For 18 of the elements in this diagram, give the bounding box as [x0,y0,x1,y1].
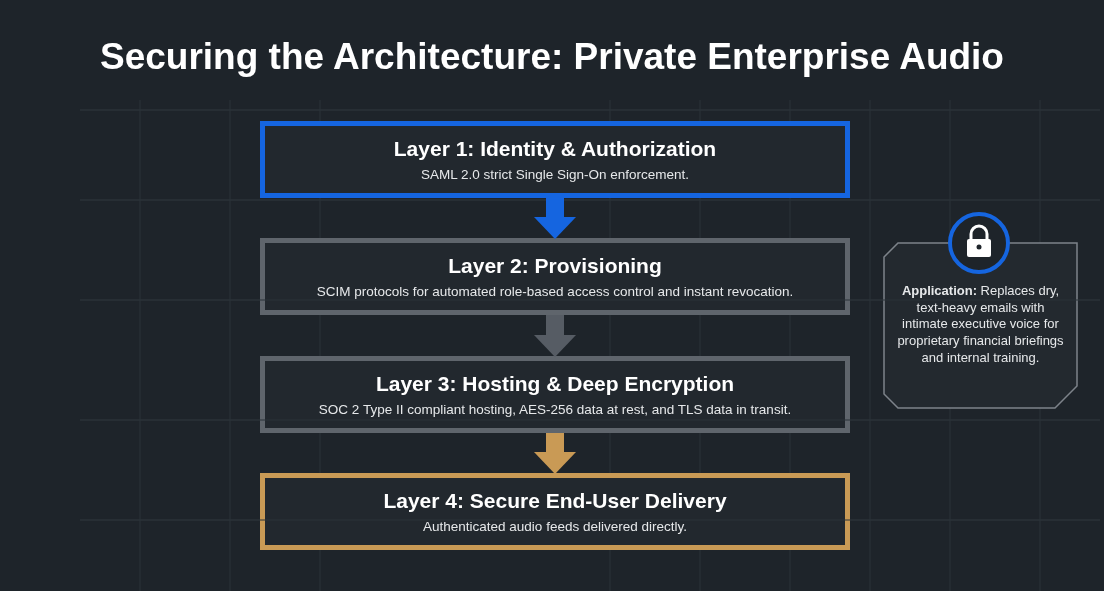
layer-box [260,356,850,433]
layer-title: Layer 2: Provisioning [448,254,662,278]
info-card [884,243,1077,408]
layer-title: Layer 3: Hosting & Deep Encryption [375,372,735,396]
layer-box [260,121,850,198]
layer-title: Layer 1: Identity & Authorization [393,137,717,161]
arrow [534,433,576,474]
layer-description: SAML 2.0 strict Single Sign-On enforcement. [420,167,690,182]
layer-title: Layer 4: Secure End-User Delivery [383,489,727,513]
layer-box [260,238,850,315]
info-text: Application: Replaces dry, text-heavy emails with intimate executive voice for proprietary financial briefings and internal training. [896,283,1065,367]
layer-description: SOC 2 Type II compliant hosting, AES-256 data at rest, and TLS data in transit. [318,402,792,417]
arrow [534,315,576,357]
layer-description: SCIM protocols for automated role-based access control and instant revocation. [316,284,794,299]
layer-box [260,473,850,550]
diagram-title: Securing the Architecture: Private Enterprise Audio [99,36,1005,78]
layer-description: Authenticated audio feeds delivered directly. [423,519,687,534]
arrow [534,198,576,239]
